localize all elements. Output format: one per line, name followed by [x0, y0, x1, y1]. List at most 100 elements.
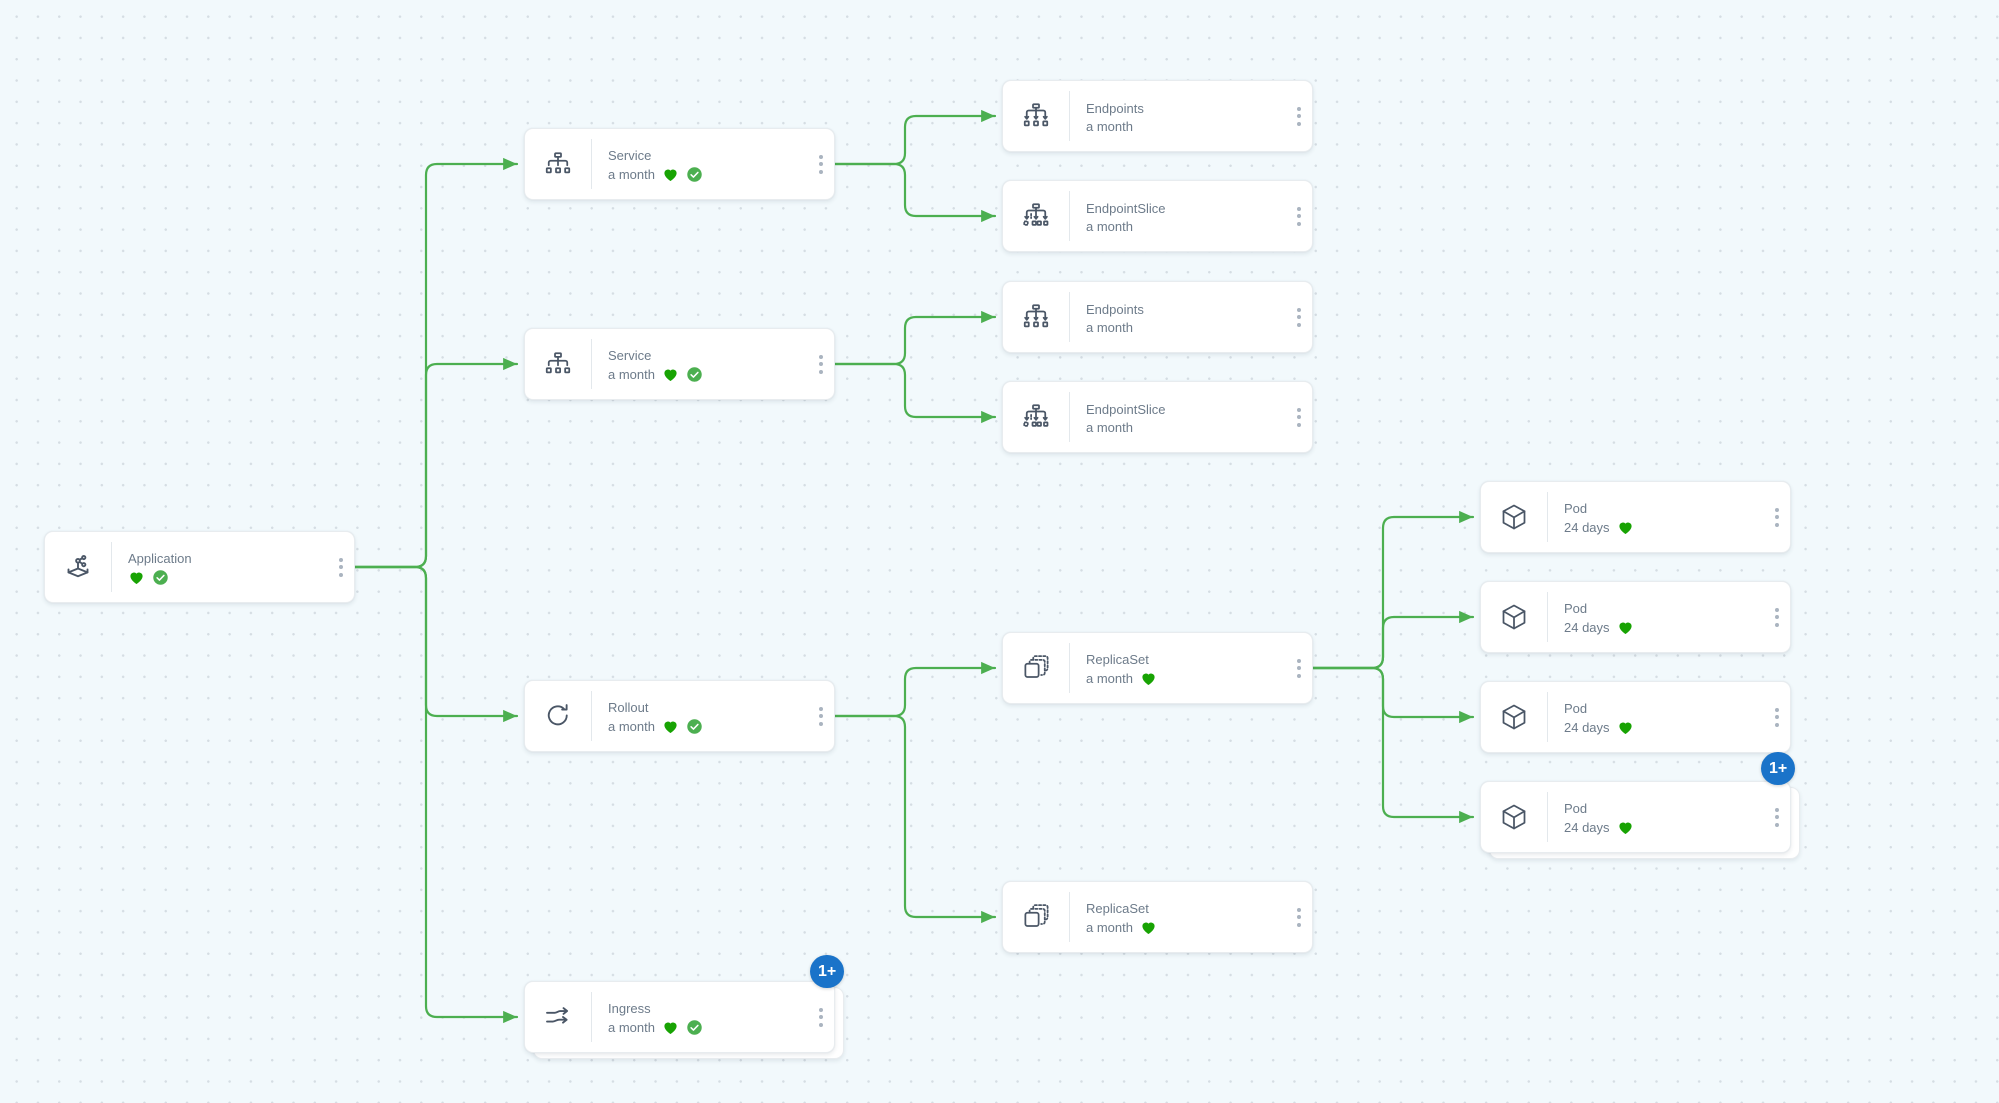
node-body: canary-demoEndpointsa month: [1069, 91, 1286, 141]
node-meta: a month: [1086, 420, 1286, 435]
node-age: a month: [1086, 671, 1133, 687]
node-meta: a month: [1086, 919, 1286, 936]
badge-ingress-group[interactable]: 1+: [810, 955, 845, 988]
node-kind: Endpoints: [1086, 100, 1144, 116]
endpoints-icon: [1003, 101, 1069, 131]
healthy-heart-icon[interactable]: [1617, 519, 1634, 536]
node-kebab-menu-icon[interactable]: [808, 681, 834, 751]
synced-check-icon[interactable]: [686, 1019, 703, 1036]
healthy-heart-icon[interactable]: [128, 569, 145, 586]
node-kind: Pod: [1564, 500, 1588, 516]
node-kebab-menu-icon[interactable]: [1286, 882, 1312, 952]
synced-check-icon[interactable]: [686, 718, 703, 735]
node-kind: Service: [608, 147, 652, 163]
node-body: canary-demo-967754b4cReplicaSeta month: [1069, 892, 1286, 942]
healthy-heart-icon[interactable]: [662, 718, 679, 735]
edge-application-to-rollout-canary-demo: [353, 565, 519, 723]
replicaset-icon: [1003, 653, 1069, 683]
node-kind: Ingress: [608, 1000, 651, 1016]
synced-check-icon[interactable]: [152, 569, 169, 586]
node-body: canary-demoServicea month: [591, 139, 808, 189]
node-kebab-menu-icon[interactable]: [1764, 682, 1790, 752]
node-kebab-menu-icon[interactable]: [1286, 382, 1312, 452]
node-kind: EndpointSlice: [1086, 401, 1166, 417]
node-body: canary-demo-clpjwEndpointSlicea month: [1069, 191, 1286, 241]
node-body: canary-demo-previewServicea month: [591, 339, 808, 389]
pod-icon: [1481, 702, 1547, 732]
node-kebab-menu-icon[interactable]: [1286, 81, 1312, 151]
node-meta: a month: [608, 166, 808, 183]
node-kebab-menu-icon[interactable]: [1764, 482, 1790, 552]
edge-application-to-service-canary-demo: [353, 157, 519, 569]
node-age: a month: [608, 719, 655, 735]
node-kind: ReplicaSet: [1086, 651, 1149, 667]
healthy-heart-icon[interactable]: [662, 366, 679, 383]
node-kebab-menu-icon[interactable]: [808, 329, 834, 399]
resource-node-endpoints-canary-demo[interactable]: canary-demoEndpointsa month: [1002, 80, 1313, 152]
node-meta: 24 days: [1564, 719, 1764, 736]
healthy-heart-icon[interactable]: [1617, 619, 1634, 636]
resource-node-application[interactable]: canary-demoApplication: [44, 531, 355, 603]
node-kind: Rollout: [608, 699, 649, 715]
node-kind: Pod: [1564, 600, 1588, 616]
node-kebab-menu-icon[interactable]: [1764, 582, 1790, 652]
node-kebab-menu-icon[interactable]: [808, 982, 834, 1052]
node-age: a month: [1086, 420, 1133, 436]
argo-application-icon: [45, 552, 111, 582]
resource-node-service-canary-demo-preview[interactable]: canary-demo-previewServicea month: [524, 328, 835, 400]
node-meta: a month: [608, 718, 808, 735]
edge-replicaset-7f89b8b978-to-pod-4: [1311, 666, 1475, 824]
resource-node-replicaset-7f89b8b978[interactable]: canary-demo-7f89b8b978ReplicaSeta month: [1002, 632, 1313, 704]
node-kebab-menu-icon[interactable]: [1286, 633, 1312, 703]
node-age: a month: [608, 1020, 655, 1036]
healthy-heart-icon[interactable]: [1140, 670, 1157, 687]
node-age: a month: [1086, 920, 1133, 936]
resource-node-replicaset-967754b4c[interactable]: canary-demo-967754b4cReplicaSeta month: [1002, 881, 1313, 953]
node-kind: EndpointSlice: [1086, 200, 1166, 216]
healthy-heart-icon[interactable]: [662, 1019, 679, 1036]
edge-replicaset-7f89b8b978-to-pod-2: [1311, 610, 1475, 670]
node-kebab-menu-icon[interactable]: [808, 129, 834, 199]
resource-node-rollout-canary-demo[interactable]: canary-demoRollouta month: [524, 680, 835, 752]
node-kind: Service: [608, 347, 652, 363]
ingress-icon: [525, 1002, 591, 1032]
node-kind: Pod: [1564, 800, 1588, 816]
node-body: canary-demoApplication: [111, 542, 328, 592]
badge-pod-group[interactable]: 1+: [1761, 752, 1796, 785]
node-kebab-menu-icon[interactable]: [1286, 181, 1312, 251]
synced-check-icon[interactable]: [686, 366, 703, 383]
node-kebab-menu-icon[interactable]: [328, 532, 354, 602]
healthy-heart-icon[interactable]: [1617, 719, 1634, 736]
resource-node-ingress-canary-demo[interactable]: canary-demoIngressa month: [524, 981, 835, 1053]
healthy-heart-icon[interactable]: [662, 166, 679, 183]
healthy-heart-icon[interactable]: [1140, 919, 1157, 936]
node-meta: a month: [1086, 670, 1286, 687]
node-age: 24 days: [1564, 820, 1610, 836]
edge-rollout-canary-demo-to-replicaset-967754b4c: [833, 714, 997, 924]
resource-node-service-canary-demo[interactable]: canary-demoServicea month: [524, 128, 835, 200]
node-kebab-menu-icon[interactable]: [1286, 282, 1312, 352]
node-meta: 24 days: [1564, 519, 1764, 536]
resource-node-endpoints-canary-demo-preview[interactable]: canary-demo-previewEndpointsa month: [1002, 281, 1313, 353]
pod-icon: [1481, 502, 1547, 532]
node-age: a month: [608, 167, 655, 183]
node-kebab-menu-icon[interactable]: [1764, 782, 1790, 852]
pod-icon: [1481, 602, 1547, 632]
node-meta: a month: [1086, 320, 1286, 335]
healthy-heart-icon[interactable]: [1617, 819, 1634, 836]
service-icon: [525, 149, 591, 179]
resource-node-endpointslice-canary-demo-clpjw[interactable]: canary-demo-clpjwEndpointSlicea month: [1002, 180, 1313, 252]
synced-check-icon[interactable]: [686, 166, 703, 183]
edge-replicaset-7f89b8b978-to-pod-3: [1311, 666, 1475, 724]
rollout-icon: [525, 701, 591, 731]
node-meta: [128, 569, 328, 586]
node-meta: a month: [608, 1019, 808, 1036]
